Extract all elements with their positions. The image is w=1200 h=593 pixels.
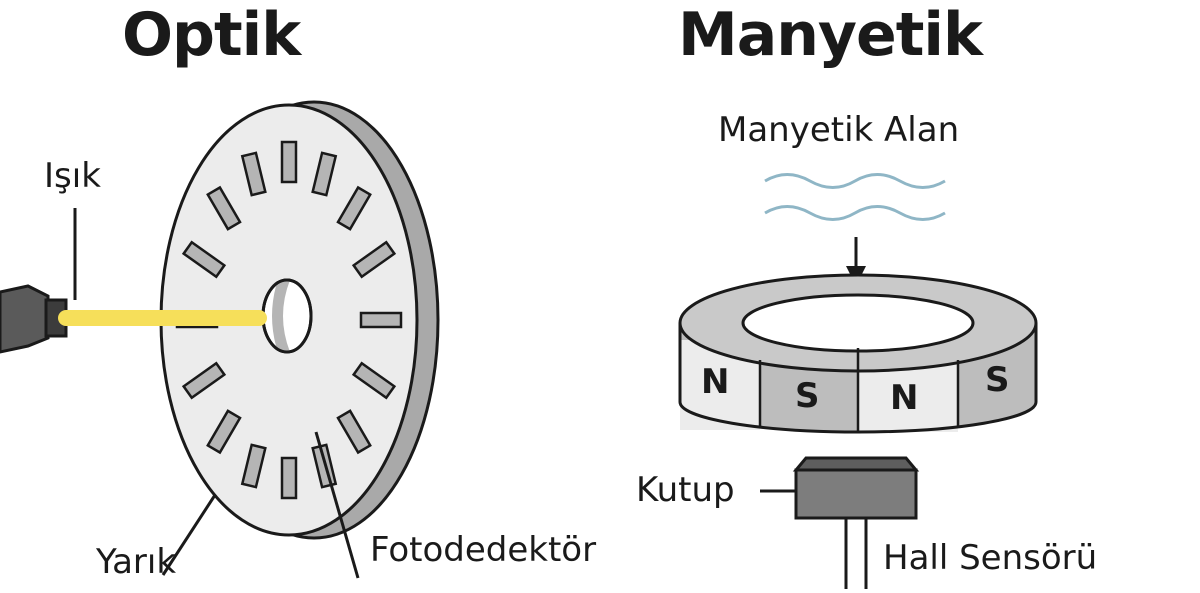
optical-encoder bbox=[0, 100, 440, 579]
disk-slot bbox=[240, 151, 267, 197]
disk-slot bbox=[351, 240, 397, 279]
disk-slot bbox=[206, 185, 242, 231]
magnetic-encoder bbox=[678, 173, 1038, 589]
light-label: Işık bbox=[44, 156, 101, 196]
disk-slot bbox=[336, 409, 372, 455]
pole-s1: S bbox=[795, 376, 820, 416]
disk-slot bbox=[181, 361, 227, 400]
pole-n1: N bbox=[701, 362, 730, 402]
magnetic-title: Manyetik bbox=[678, 0, 983, 70]
disk-slot bbox=[336, 185, 372, 231]
disk-hub bbox=[261, 278, 313, 354]
disk-slot bbox=[280, 140, 298, 184]
pole-s2: S bbox=[985, 360, 1010, 400]
disk-slot bbox=[206, 409, 242, 455]
optical-title: Optik bbox=[122, 0, 301, 70]
disk-slot bbox=[280, 456, 298, 500]
photodetector-leader-line bbox=[314, 431, 360, 579]
pole-n2: N bbox=[890, 378, 919, 418]
disk-slots bbox=[175, 140, 403, 500]
magnetic-field-waves bbox=[764, 173, 946, 221]
disk-slot bbox=[181, 240, 227, 279]
pole-label: Kutup bbox=[636, 470, 735, 510]
slot-leader-line bbox=[161, 494, 217, 576]
slot-label: Yarık bbox=[96, 542, 177, 582]
disk-slot bbox=[351, 361, 397, 400]
disk-slot bbox=[359, 311, 403, 329]
light-source bbox=[0, 284, 68, 354]
hall-sensor-label: Hall Sensörü bbox=[883, 538, 1098, 578]
magnetic-field-label: Manyetik Alan bbox=[718, 110, 960, 150]
photodetector-label: Fotodedektör bbox=[370, 530, 597, 570]
hall-sensor bbox=[792, 456, 920, 589]
disk-slot bbox=[240, 443, 267, 489]
disk-slot bbox=[311, 151, 338, 197]
ring-magnet bbox=[678, 273, 1038, 434]
